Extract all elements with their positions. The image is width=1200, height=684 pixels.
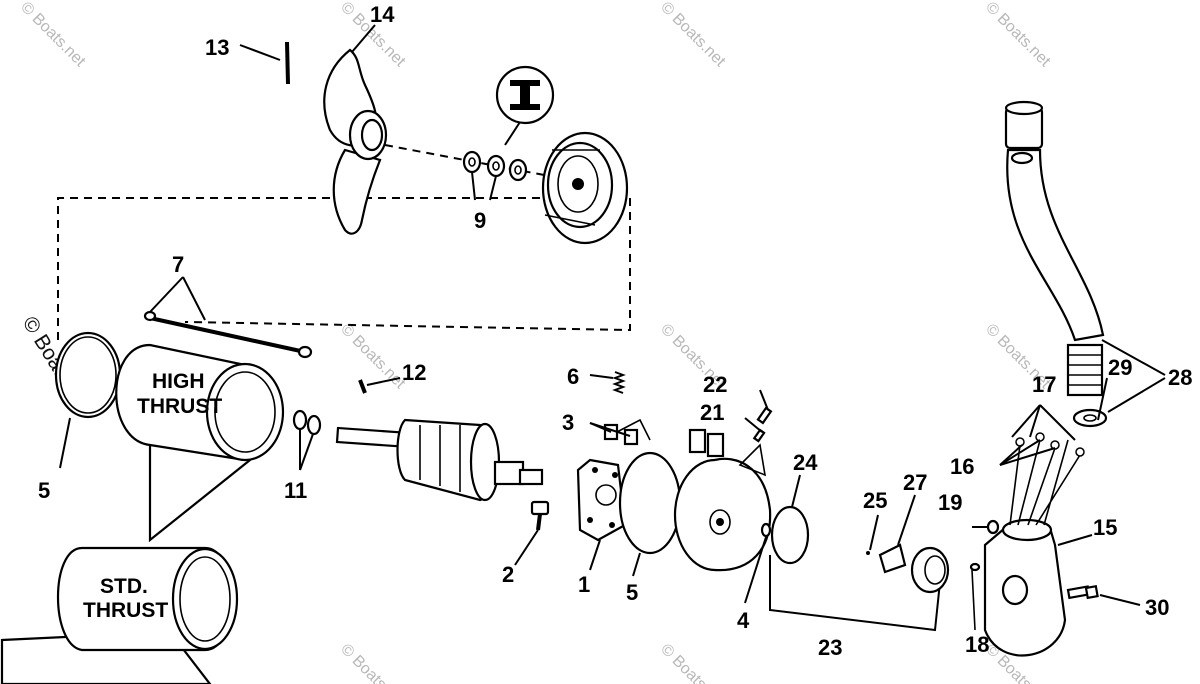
callout-11: 11: [284, 478, 307, 503]
callout-13: 13: [205, 35, 229, 60]
o-ring: [54, 331, 122, 419]
high-thrust-housing: HIGH THRUST: [115, 343, 285, 543]
callout-9: 9: [474, 208, 486, 233]
std-thrust-label: STD.: [100, 575, 148, 598]
callout-22: 22: [703, 372, 727, 397]
callout-15: 15: [1093, 515, 1117, 540]
washers: [462, 150, 528, 182]
pin: [986, 519, 1000, 535]
callout-4: 4: [737, 608, 750, 633]
callout-5: 5: [38, 478, 50, 503]
callout-23: 23: [818, 635, 842, 660]
callouts: 13 14 9 7 5 12 11 2 1 5 6 3 4 22 21 24 2…: [38, 2, 1192, 660]
nut: [760, 522, 772, 538]
propeller: [323, 48, 388, 235]
o-ring: [618, 451, 682, 555]
brush: [623, 428, 639, 446]
armature: [335, 418, 544, 502]
switch-parts: [866, 543, 950, 594]
washer: [306, 414, 322, 436]
callout-7: 7: [172, 252, 184, 277]
washer: [292, 409, 308, 431]
callout-19: 19: [938, 490, 962, 515]
callout-17: 17: [1032, 372, 1056, 397]
brush-plate: [576, 458, 627, 542]
watermark: © Boats.net: [657, 0, 729, 71]
callout-16: 16: [950, 454, 974, 479]
o-ring: [770, 505, 810, 565]
callout-2: 2: [502, 562, 514, 587]
o-ring-inner: [59, 336, 117, 414]
callout-28: 28: [1168, 365, 1192, 390]
callout-12: 12: [402, 360, 426, 385]
shear-pin: [285, 41, 290, 85]
screw-leader: [971, 569, 976, 631]
callout-25: 25: [863, 488, 887, 513]
watermark: © Boats.net: [982, 0, 1054, 71]
terminal-clip: [752, 428, 766, 443]
terminal-clip: [756, 406, 773, 425]
lower-housing: [983, 432, 1085, 657]
callout-21: 21: [700, 400, 724, 425]
key: [358, 379, 367, 394]
field-housing: [673, 428, 772, 572]
lubricant-icon: [495, 65, 555, 146]
screw: [530, 500, 550, 531]
callout-5: 5: [626, 580, 638, 605]
callout-1: 1: [578, 572, 590, 597]
bracket: [769, 555, 941, 632]
std-thrust-housing: STD. THRUST: [0, 546, 239, 684]
callout-27: 27: [903, 470, 927, 495]
watermark: © Boats.net: [17, 0, 89, 71]
brush-wire: [616, 418, 651, 441]
tie-rods: [143, 310, 313, 359]
callout-30: 30: [1145, 595, 1169, 620]
high-thrust-label: THRUST: [137, 395, 222, 418]
screw: [1066, 584, 1099, 600]
high-thrust-label: HIGH: [152, 370, 205, 393]
leader-lines: [59, 24, 1166, 606]
watermark: © Boats.net: [337, 321, 409, 393]
callout-3: 3: [562, 410, 574, 435]
callout-14: 14: [370, 2, 395, 27]
callout-24: 24: [793, 450, 818, 475]
watermark: © Boats.net: [337, 641, 409, 684]
std-thrust-label: THRUST: [83, 599, 168, 622]
thrust-hub: [541, 131, 629, 245]
callout-6: 6: [567, 364, 579, 389]
shaft-tube: [1004, 100, 1108, 428]
spring: [612, 371, 626, 394]
callout-29: 29: [1108, 355, 1132, 380]
callout-18: 18: [965, 632, 989, 657]
screw: [969, 562, 981, 572]
watermark: © Boats.net: [657, 641, 729, 684]
